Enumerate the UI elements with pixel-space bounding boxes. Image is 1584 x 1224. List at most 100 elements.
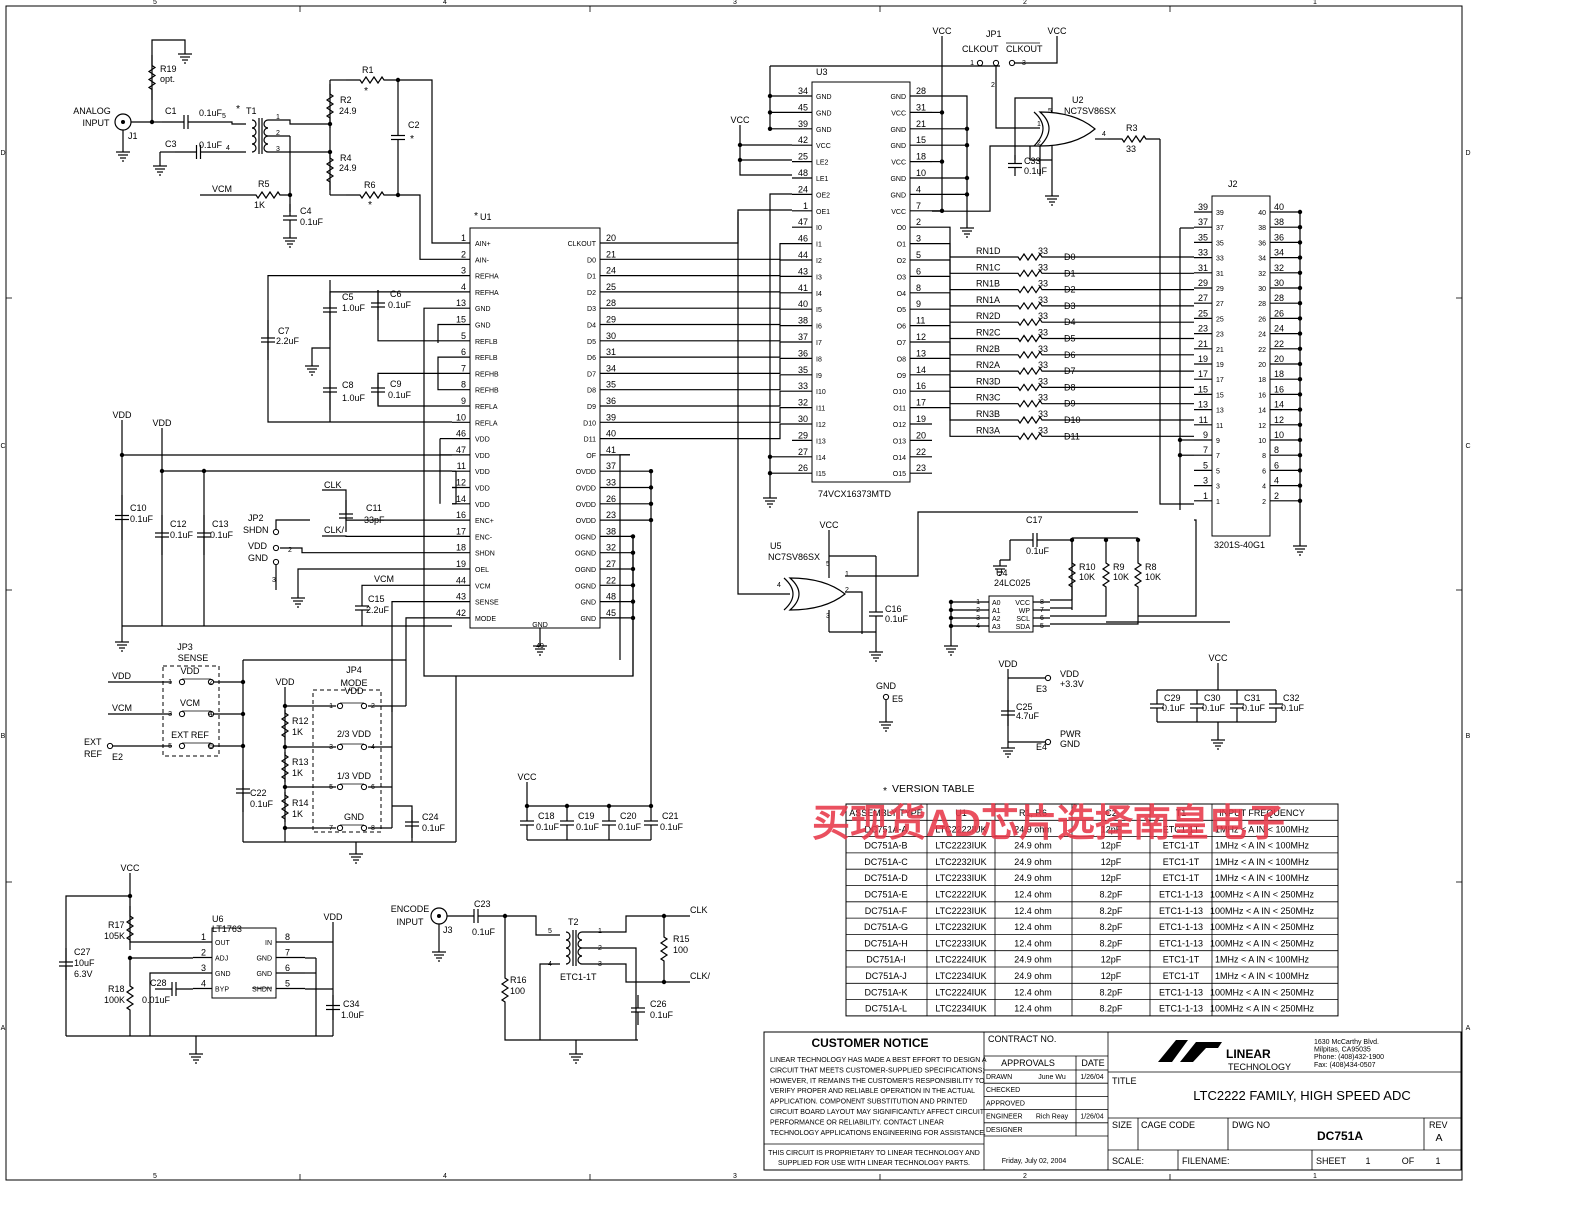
u1-pin-num: 7 bbox=[461, 363, 466, 373]
net-label: D1 bbox=[1064, 268, 1076, 278]
power-label: VCC bbox=[932, 26, 952, 36]
u2-gate bbox=[1033, 111, 1044, 147]
u3-pin-num: 22 bbox=[916, 447, 926, 457]
u3-pin-name: O14 bbox=[893, 455, 906, 462]
r3-value: 33 bbox=[1126, 144, 1136, 154]
j2-pin-num: 13 bbox=[1198, 400, 1208, 410]
bypass-value: 0.1uF bbox=[1242, 703, 1266, 713]
u3-pin-num: 33 bbox=[798, 381, 808, 391]
version-cell: LTC2234IUK bbox=[935, 971, 986, 981]
title-label: TITLE bbox=[1112, 1076, 1137, 1086]
j2-pin-num-inner: 13 bbox=[1216, 408, 1224, 415]
pad bbox=[992, 59, 1000, 67]
u4-ref: U4 bbox=[996, 568, 1008, 578]
j2-pin-num-inner: 37 bbox=[1216, 225, 1224, 232]
version-cell: 12pF bbox=[1101, 857, 1122, 867]
u6-pin-num: 5 bbox=[285, 979, 290, 989]
j2-pin-num-inner: 24 bbox=[1258, 332, 1266, 339]
wire bbox=[437, 323, 452, 343]
pullup-value: 10K bbox=[1079, 572, 1095, 582]
of-number: 1 bbox=[1435, 1156, 1440, 1166]
version-cell: 100MHz < A IN < 250MHz bbox=[1210, 922, 1315, 932]
u3-pin-name: O5 bbox=[897, 307, 906, 314]
u1-pin-name: D8 bbox=[587, 388, 596, 395]
bypass-ref: C18 bbox=[538, 811, 555, 821]
r17-value: 105K bbox=[104, 931, 125, 941]
approval-name: June Wu bbox=[1038, 1074, 1066, 1081]
resistor bbox=[346, 75, 398, 85]
j2-pin-num-inner: 34 bbox=[1258, 256, 1266, 263]
analog-label: ANALOG bbox=[73, 106, 111, 116]
proprietary-line: THIS CIRCUIT IS PROPRIETARY TO LINEAR TE… bbox=[768, 1150, 980, 1157]
approval-date: 1/26/04 bbox=[1080, 1114, 1103, 1121]
pwr-gnd-label: GND bbox=[1060, 739, 1081, 749]
u1-pin-name: REFLA bbox=[475, 404, 498, 411]
net-label: D11 bbox=[1064, 431, 1080, 441]
version-table-title: VERSION TABLE bbox=[892, 783, 974, 795]
r4-ref: R4 bbox=[340, 153, 352, 163]
j2-pin-num-inner: 29 bbox=[1216, 286, 1224, 293]
u1-pin-num: 47 bbox=[456, 445, 466, 455]
wire bbox=[932, 226, 1000, 258]
pad bbox=[272, 544, 280, 552]
zone-label: 1 bbox=[1313, 0, 1317, 6]
j2-pin-num-inner: 20 bbox=[1258, 362, 1266, 369]
approval-date: 1/26/04 bbox=[1080, 1074, 1103, 1081]
asterisk: * bbox=[474, 210, 478, 222]
bypass-value: 0.1uF bbox=[1162, 703, 1186, 713]
resistor bbox=[125, 960, 135, 1036]
u1-pin-num: 10 bbox=[456, 412, 466, 422]
u1-pin-num: 3 bbox=[461, 266, 466, 276]
zone-label: 4 bbox=[443, 1173, 447, 1180]
j2-pin-num-inner: 19 bbox=[1216, 362, 1224, 369]
jp3-pin: 4 bbox=[209, 711, 213, 718]
u6-pin-name: SHDN bbox=[252, 987, 272, 994]
u3-pin-num: 10 bbox=[916, 168, 926, 178]
u3-pin-name: I5 bbox=[816, 307, 822, 314]
jp3-pin: 2 bbox=[209, 679, 213, 686]
wire bbox=[1014, 97, 1053, 160]
wire bbox=[268, 119, 330, 125]
rev-label: REV bbox=[1429, 1120, 1448, 1130]
zone-label: B bbox=[1, 733, 6, 740]
u3-pin-name: O2 bbox=[897, 258, 906, 265]
u4-pin-name: VCC bbox=[1015, 600, 1030, 607]
u1-pin-num: 22 bbox=[606, 575, 616, 585]
version-cell: 12pF bbox=[1101, 824, 1122, 834]
vcm-label: VCM bbox=[212, 184, 232, 194]
u3-pin-num: 35 bbox=[798, 365, 808, 375]
rn-value: 33 bbox=[1038, 393, 1048, 403]
u1-pin-name: VDD bbox=[475, 453, 490, 460]
u1-pin-name: REFHB bbox=[475, 371, 499, 378]
t1-coil bbox=[251, 143, 257, 153]
j2-pin-num: 16 bbox=[1274, 384, 1284, 394]
jp3-outline bbox=[162, 665, 220, 757]
version-cell: LTC2233IUK bbox=[935, 938, 986, 948]
wire bbox=[932, 341, 1000, 372]
junction-dot bbox=[1177, 437, 1183, 443]
net-label: D7 bbox=[1064, 366, 1076, 376]
j2-pin-num-inner: 9 bbox=[1216, 438, 1220, 445]
c27-value: 10uF bbox=[74, 958, 95, 968]
wire bbox=[737, 212, 790, 595]
junction-dot bbox=[127, 893, 133, 899]
u1-pin-name: OGND bbox=[575, 551, 596, 558]
jp4-pin: 8 bbox=[371, 825, 375, 832]
t1-pin: 4 bbox=[226, 145, 230, 152]
junction-dot bbox=[767, 93, 773, 99]
u2-pin: 5 bbox=[1048, 108, 1052, 115]
version-cell: LTC2223IUK bbox=[935, 906, 986, 916]
jp4-option: 2/3 VDD bbox=[337, 729, 372, 739]
u4-pin: 2 bbox=[976, 607, 980, 614]
u1-pin-name: D5 bbox=[587, 339, 596, 346]
bypass-value: 0.1uF bbox=[576, 822, 600, 832]
resistor bbox=[1000, 318, 1060, 327]
u1-pin-num: 2 bbox=[461, 249, 466, 259]
t1-pin: 3 bbox=[276, 146, 280, 153]
u1-pin-num: 38 bbox=[606, 526, 616, 536]
version-cell: DC751A-B bbox=[864, 841, 907, 851]
u1-pin-name: OVDD bbox=[576, 502, 596, 509]
zone-label: 2 bbox=[1023, 1173, 1027, 1180]
j2-pin-num-inner: 25 bbox=[1216, 316, 1224, 323]
